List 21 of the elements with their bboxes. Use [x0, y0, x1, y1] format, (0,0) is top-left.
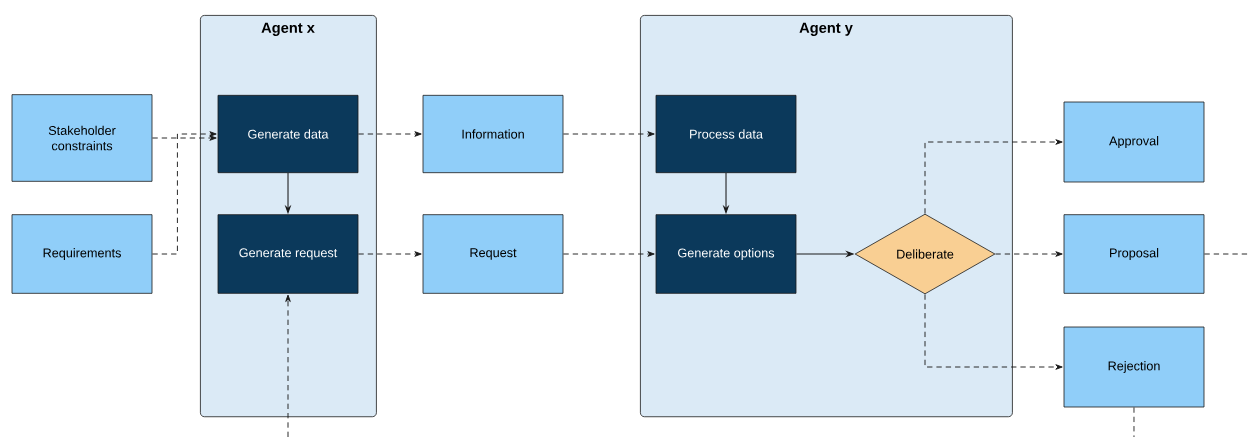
process-box: Information [422, 94, 564, 174]
arrow [562, 131, 655, 137]
process-box: Approval [1063, 101, 1205, 183]
arrow [357, 131, 422, 137]
process-box: Requirements [11, 214, 153, 294]
arrow [924, 139, 1063, 215]
process-box: Generate data [217, 94, 359, 174]
process-box: Process data [655, 94, 797, 174]
process-box: Stakeholder constraints [11, 94, 153, 182]
arrow [151, 131, 217, 255]
process-box: Generate request [217, 214, 359, 294]
arrow [151, 135, 217, 141]
process-box: Request [422, 214, 564, 294]
process-box: Proposal [1063, 214, 1205, 294]
arrow [562, 251, 655, 257]
process-box: Generate options [655, 214, 797, 294]
process-box: Rejection [1063, 326, 1205, 408]
arrow [357, 251, 422, 257]
arrow [924, 293, 1063, 370]
arrow [994, 251, 1063, 257]
arrow [285, 294, 291, 437]
